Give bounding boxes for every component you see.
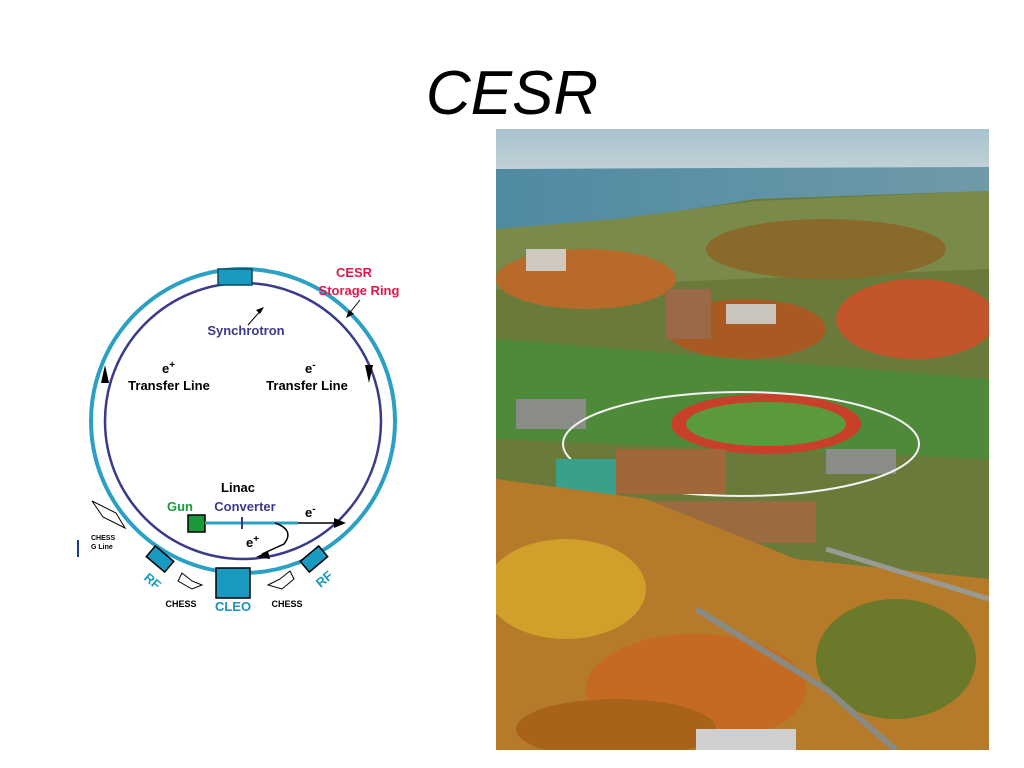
linac-e-minus-arrow [334, 518, 346, 528]
top-component [217, 268, 253, 286]
cleo-block [215, 567, 251, 599]
gun-label: Gun [167, 499, 193, 514]
transfer-line-left-label: Transfer Line [128, 378, 210, 393]
converter-label: Converter [214, 499, 275, 514]
storage-ring-pointer-head [346, 310, 354, 318]
gun-block [187, 514, 206, 533]
chess-g-line-label-2: G Line [91, 544, 113, 551]
positron-return-path [261, 522, 289, 555]
chess-right-label: CHESS [271, 599, 302, 609]
synchrotron-label: Synchrotron [207, 323, 284, 338]
chess-g-line-label-1: CHESS [91, 535, 115, 542]
chess-right-port [266, 570, 295, 590]
chess-left-port [177, 572, 204, 590]
transfer-line-right-label: Transfer Line [266, 378, 348, 393]
positron-label: e+ [162, 360, 175, 376]
slide-title: CESR [425, 59, 599, 128]
cesr-label: CESR [336, 265, 373, 280]
chess-g-line-port [91, 500, 127, 530]
electron-label: e- [305, 360, 316, 376]
linac-e-minus-label: e- [305, 504, 316, 520]
cleo-label: CLEO [215, 599, 251, 614]
aerial-photo [496, 129, 989, 750]
linac-e-plus-label: e+ [246, 534, 259, 550]
synchrotron-pointer-head [256, 307, 264, 314]
left-transfer-arrow [101, 365, 109, 383]
right-transfer-arrow [365, 365, 373, 383]
storage-ring-label: Storage Ring [319, 283, 400, 298]
chess-left-label: CHESS [165, 599, 196, 609]
linac-label: Linac [221, 480, 255, 495]
cesr-diagram: CESR Storage Ring Synchrotron e+ Transfe… [77, 265, 400, 614]
rf-left-label: RF [141, 570, 164, 593]
rf-right-block [299, 544, 329, 574]
rf-right-label: RF [313, 568, 336, 591]
positron-return-arrow [256, 551, 270, 559]
rf-left-block [145, 544, 175, 574]
